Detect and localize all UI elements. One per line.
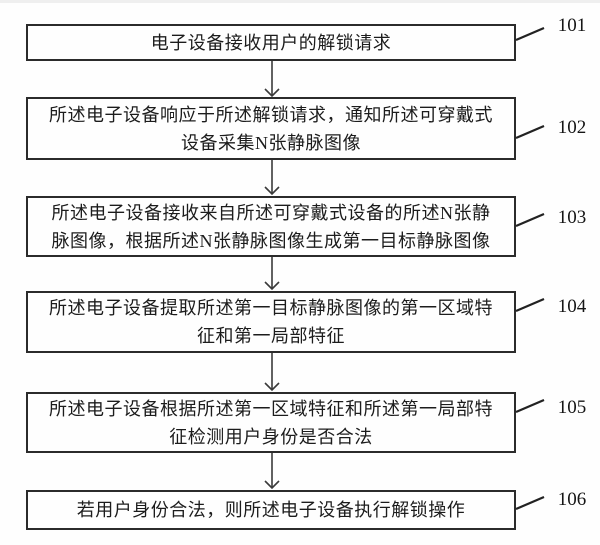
ref-label-101: 101 <box>557 15 587 36</box>
ref-label-102: 102 <box>557 117 587 138</box>
callout-line-101 <box>515 26 545 42</box>
ref-label-105: 105 <box>557 397 587 418</box>
flow-step-text-105: 所述电子设备根据所述第一区域特征和所述第一局部特 征检测用户身份是否合法 <box>49 398 493 447</box>
arrowhead-icon-3 <box>264 281 280 291</box>
flow-step-text-101: 电子设备接收用户的解锁请求 <box>150 32 392 53</box>
callout-line-104 <box>515 297 545 313</box>
callout-line-102 <box>515 124 545 140</box>
arrowhead-icon-1 <box>264 88 280 98</box>
flow-step-text-103: 所述电子设备接收来自所述可穿戴式设备的所述N张静 脉图像，根据所述N张静脉图像生… <box>51 202 491 251</box>
flow-step-text-102: 所述电子设备响应于所述解锁请求，通知所述可穿戴式 设备采集N张静脉图像 <box>49 104 493 153</box>
flow-step-box-102: 所述电子设备响应于所述解锁请求，通知所述可穿戴式 设备采集N张静脉图像 <box>26 97 516 160</box>
flow-step-text-104: 所述电子设备提取所述第一目标静脉图像的第一区域特 征和第一局部特征 <box>49 298 493 346</box>
callout-line-106 <box>515 495 545 511</box>
callout-line-103 <box>515 212 545 228</box>
callout-line-105 <box>515 398 545 414</box>
arrowhead-icon-2 <box>264 186 280 196</box>
arrowhead-icon-5 <box>264 480 280 490</box>
flow-step-box-103: 所述电子设备接收来自所述可穿戴式设备的所述N张静 脉图像，根据所述N张静脉图像生… <box>26 196 516 257</box>
ref-label-104: 104 <box>557 296 587 317</box>
page-top-edge <box>0 0 600 3</box>
flow-step-box-106: 若用户身份合法，则所述电子设备执行解锁操作 <box>26 490 516 530</box>
flow-step-box-104: 所述电子设备提取所述第一目标静脉图像的第一区域特 征和第一局部特征 <box>26 291 516 353</box>
flow-step-box-101: 电子设备接收用户的解锁请求 <box>26 24 516 61</box>
ref-label-103: 103 <box>557 207 587 228</box>
flow-step-box-105: 所述电子设备根据所述第一区域特征和所述第一局部特 征检测用户身份是否合法 <box>26 392 516 453</box>
ref-label-106: 106 <box>557 489 587 510</box>
flow-step-text-106: 若用户身份合法，则所述电子设备执行解锁操作 <box>76 500 466 520</box>
arrowhead-icon-4 <box>264 382 280 392</box>
